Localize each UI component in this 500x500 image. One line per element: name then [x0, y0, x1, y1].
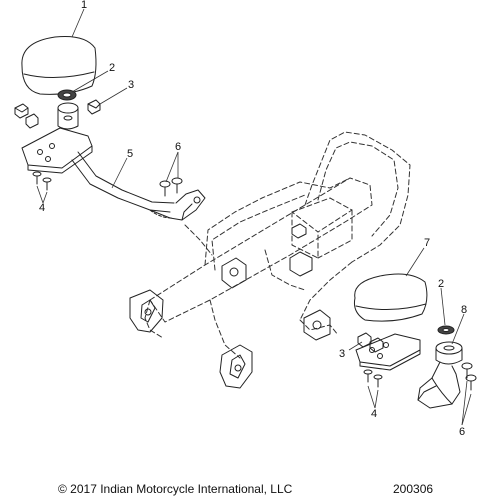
frame-mount-bracket-left [221, 257, 247, 289]
clip-nut-lower-a [357, 332, 372, 348]
callout-3: 3 [128, 79, 135, 91]
frame-dropout-right [219, 344, 253, 389]
callout-8: 8 [461, 304, 468, 316]
copyright-notice: © 2017 Indian Motorcycle International, … [58, 482, 293, 496]
frame-dropout-left [129, 289, 164, 333]
callout-4-lower: 4 [371, 408, 378, 420]
callout-4: 4 [39, 202, 46, 214]
bushing-upper [57, 89, 77, 101]
footpeg-plate-passenger [355, 333, 421, 371]
bolt-lower-b [465, 374, 477, 391]
clip-nut-upper-right [87, 99, 101, 115]
support-arm-rider [71, 151, 206, 221]
callout-2-lower: 2 [438, 278, 445, 290]
frame-mount-bracket-right [303, 309, 331, 341]
screw-upper-a [32, 171, 42, 185]
diagram-id: 200306 [393, 482, 434, 496]
support-arm-passenger [417, 361, 461, 409]
seat-pad-rider [21, 36, 97, 95]
callout-1: 1 [81, 0, 88, 11]
clip-nut-lower-b [369, 337, 384, 353]
bolt-upper-b [171, 177, 183, 194]
callout-5: 5 [127, 148, 134, 160]
footpeg-plate-rider [21, 127, 93, 174]
washer-passenger [435, 341, 463, 365]
clip-nut-upper-left [14, 103, 29, 119]
bushing-lower [437, 325, 455, 335]
frame-subassembly [144, 131, 411, 359]
leader-lines [36, 8, 472, 426]
pivot-post-rider [57, 102, 79, 130]
clip-nut-upper-mid [25, 113, 39, 129]
callout-6-lower: 6 [459, 426, 466, 438]
screw-upper-b [42, 177, 52, 191]
callout-3-lower: 3 [339, 348, 346, 360]
bolt-upper-a [159, 180, 171, 197]
screw-lower-a [363, 369, 373, 383]
callout-2: 2 [109, 62, 116, 74]
callout-6: 6 [175, 141, 182, 153]
seat-pad-passenger [354, 273, 428, 322]
callout-7: 7 [424, 237, 431, 249]
screw-lower-b [373, 374, 383, 388]
frame-center-stud [289, 223, 313, 277]
